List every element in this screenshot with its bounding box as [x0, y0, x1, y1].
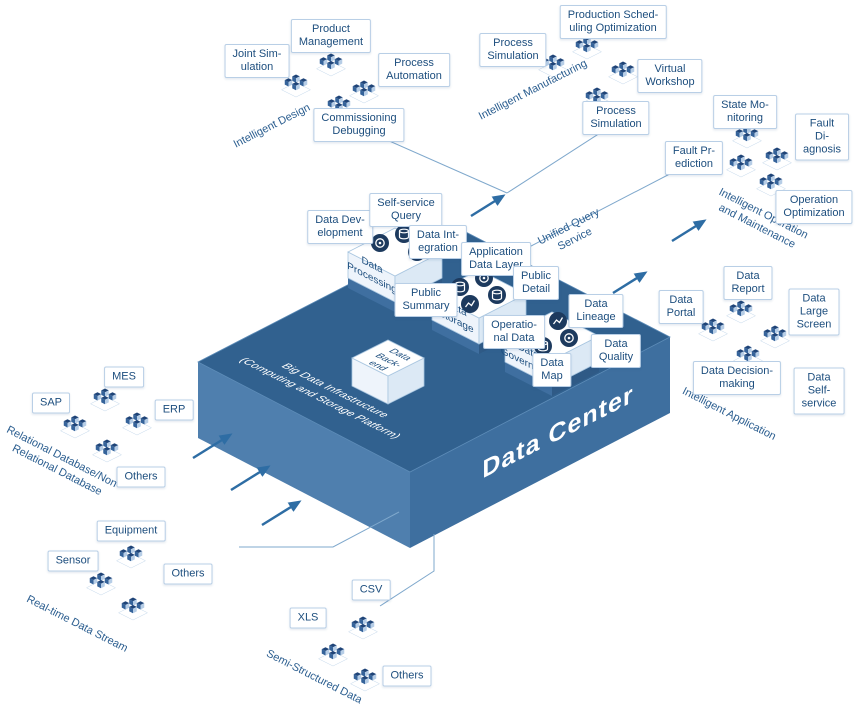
label-product-management: Product Management	[290, 19, 372, 53]
cube-cluster-icon-xls	[318, 643, 348, 667]
label-others-semi: Others	[382, 665, 432, 687]
label-xls: XLS	[289, 607, 327, 629]
label-sap: SAP	[31, 392, 71, 414]
label-public-detail: Public Detail	[513, 266, 559, 300]
label-data-decision-making: Data Decision- making	[692, 361, 782, 395]
label-process-automation: Process Automation	[378, 53, 450, 87]
cube-cluster-icon-data-report	[726, 300, 756, 324]
label-sensor: Sensor	[47, 550, 99, 572]
label-data-report: Data Report	[723, 266, 773, 300]
cube-cluster-icon-sensor	[86, 572, 116, 596]
cube-cluster-icon-mes	[90, 388, 120, 412]
cube-cluster-icon-equipment	[116, 545, 146, 569]
label-process-simulation-2: Process Simulation	[582, 101, 650, 135]
label-others-db: Others	[116, 466, 166, 488]
label-self-service-query: Self-service Query	[369, 193, 443, 227]
flow-arrow	[230, 465, 271, 492]
cube-cluster-icon-virtual-workshop	[608, 61, 638, 85]
label-data-map: Data Map	[532, 353, 572, 387]
flow-arrow	[671, 219, 707, 243]
box-data-backend	[351, 339, 425, 405]
label-data-self-service: Data Self- service	[793, 367, 845, 415]
flow-arrow	[470, 194, 506, 218]
cube-cluster-icon-others-stream	[118, 597, 148, 621]
module-badge-icon	[370, 233, 390, 253]
label-data-large-screen: Data Large Screen	[788, 288, 840, 336]
flow-arrow	[261, 500, 302, 527]
label-fault-prediction: Fault Pr- ediction	[664, 141, 724, 175]
label-commissioning-debugging: Commissioning Debugging	[313, 108, 405, 142]
flow-arrow	[192, 433, 233, 460]
cube-cluster-icon-others-db	[92, 439, 122, 463]
label-joint-simulation: Joint Sim- ulation	[224, 44, 290, 78]
label-data-portal: Data Portal	[658, 290, 704, 324]
cube-cluster-icon-product-management	[316, 53, 346, 77]
label-mes: MES	[104, 366, 144, 388]
flow-arrow	[612, 271, 648, 295]
label-process-simulation-1: Process Simulation	[479, 33, 547, 67]
cube-cluster-icon-process-automation	[349, 80, 379, 104]
module-badge-icon	[548, 311, 568, 331]
label-production-scheduling: Production Sched- uling Optimization	[559, 5, 667, 39]
cube-cluster-icon-sap	[60, 415, 90, 439]
cube-cluster-icon-erp	[122, 412, 152, 436]
cube-cluster-icon-data-large-screen	[760, 325, 790, 349]
label-equipment: Equipment	[96, 520, 166, 542]
label-state-monitoring: State Mo- nitoring	[713, 95, 777, 129]
label-virtual-workshop: Virtual Workshop	[637, 59, 703, 93]
label-public-summary: Public Summary	[394, 283, 458, 317]
label-data-lineage: Data Lineage	[568, 294, 624, 328]
module-badge-icon	[559, 328, 579, 348]
label-others-stream: Others	[163, 563, 213, 585]
label-operational-data: Operatio- nal Data	[483, 315, 545, 349]
label-data-integration: Data Int- egration	[408, 225, 468, 259]
label-data-quality: Data Quality	[590, 334, 642, 368]
label-csv: CSV	[351, 579, 391, 601]
label-fault-diagnosis: Fault Di- agnosis	[795, 113, 849, 161]
cube-cluster-icon-others-semi	[350, 668, 380, 692]
cube-cluster-icon-fault-diagnosis	[762, 147, 792, 171]
cube-cluster-icon-fault-prediction	[726, 154, 756, 178]
flow-arrows	[192, 194, 707, 527]
label-data-development: Data Dev- elopment	[307, 210, 373, 244]
label-operation-optimization: Operation Optimization	[775, 190, 853, 224]
module-badge-icon	[487, 285, 507, 305]
cube-cluster-icon-csv	[348, 616, 378, 640]
label-erp: ERP	[154, 399, 194, 421]
